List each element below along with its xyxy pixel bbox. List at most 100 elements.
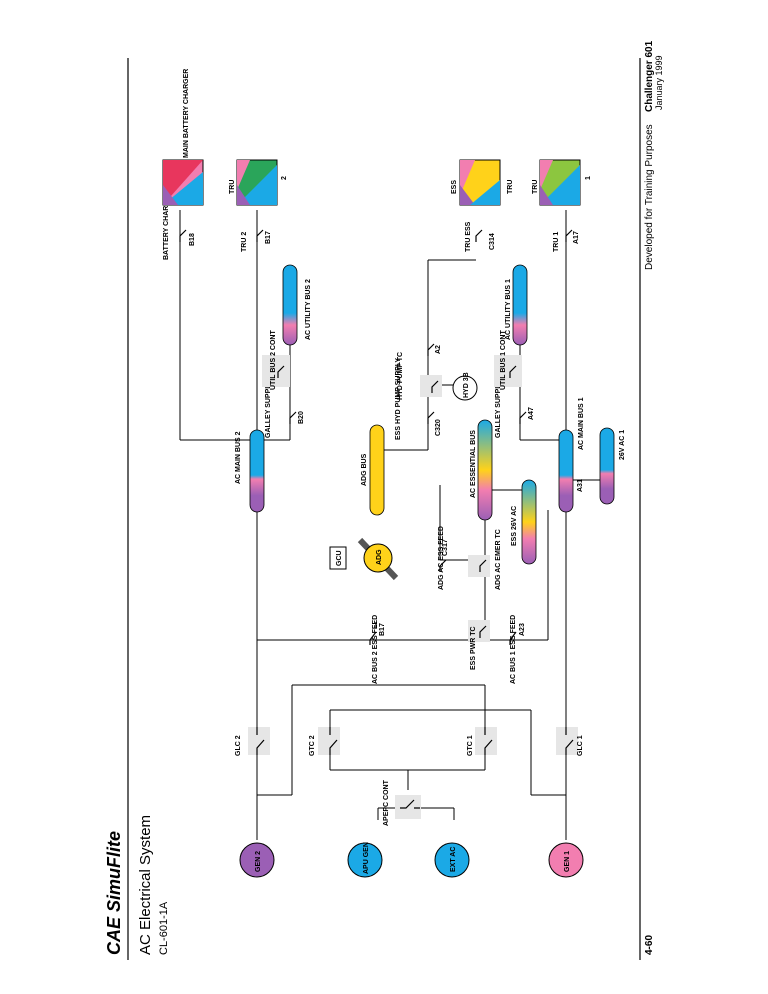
bus-acmain2: AC MAIN BUS 2 — [235, 429, 265, 513]
tru1-switch-icon — [565, 229, 573, 242]
a31-label: A31 — [577, 479, 584, 492]
gen1-icon — [548, 842, 584, 878]
c320-label: C320 — [435, 419, 442, 436]
hydtc-label: HYD PUMP TC — [397, 352, 404, 400]
source-gen2: GEN 2 — [239, 842, 275, 878]
gtc1-label: GTC 1 — [467, 735, 474, 756]
acmain2-bar — [249, 429, 265, 513]
acbus2ess-label: AC BUS 2 ESS FEED — [372, 615, 379, 684]
gtc1-switch-icon — [484, 727, 493, 755]
switch-hydtc: HYD PUMP TC — [397, 352, 442, 400]
glc2-label: GLC 2 — [235, 735, 242, 756]
switch-apepc: APEPC CONT — [383, 779, 421, 826]
acbus1ess-label: AC BUS 1 ESS FEED — [510, 615, 517, 684]
switch-battchg: BATTERY CHARGER B18 — [163, 191, 196, 260]
acmain1-label: AC MAIN BUS 1 — [578, 397, 585, 450]
b20-switch-icon — [289, 411, 297, 424]
tru2-num-label: 2 — [281, 176, 288, 180]
adg-icon — [363, 543, 393, 573]
adg-turbine: ADG — [357, 537, 399, 581]
adgbus-label: ADG BUS — [361, 453, 368, 486]
ess26-bar — [521, 479, 537, 565]
a23-switch-icon — [509, 631, 517, 645]
switch-adgacess: ADG AC ESS FEED C317 — [438, 526, 449, 590]
source-apu: APU GEN — [347, 842, 383, 878]
gcu-rect — [329, 546, 347, 570]
c314-label: C314 — [489, 233, 496, 250]
galley2-label: GALLEY SUPPLY 2 — [265, 375, 272, 438]
switch-util2: UTIL BUS 2 CONT — [262, 330, 290, 390]
adgemer-label: ADG AC EMER TC — [495, 529, 502, 590]
wiring — [179, 210, 600, 840]
hyd-pump-icon — [452, 375, 478, 401]
switch-esshyd: ESS HYD PUMP SUPPLY C320 — [395, 358, 442, 440]
brand-text: CAE SimuFlite — [104, 831, 124, 955]
bus-util1: AC UTILITY BUS 1 — [505, 264, 528, 346]
header: CAE SimuFlite AC Electrical System CL-60… — [104, 58, 170, 960]
b20-label: B20 — [298, 411, 305, 424]
switch-adgemer: ADG AC EMER TC — [468, 529, 502, 590]
gen2-label: GEN 2 — [255, 851, 262, 872]
load-tru-ess: ESS TRU — [451, 159, 514, 206]
source-gen1: GEN 1 — [548, 842, 584, 878]
apepc-label: APEPC CONT — [383, 779, 390, 826]
switch-gtc1: GTC 1 — [467, 727, 497, 756]
switch-acbus2ess: AC BUS 2 ESS FEED B17 — [369, 615, 386, 684]
util2-bus-label: AC UTILITY BUS 2 — [305, 279, 312, 340]
bus-ess26: ESS 26V AC — [492, 479, 537, 565]
bus-acess: AC ESSENTIAL BUS — [470, 419, 493, 521]
acess-label: AC ESSENTIAL BUS — [470, 430, 477, 498]
switch-esspwrtc: ESS PWR TC — [468, 620, 490, 670]
switch-a2: A2 — [427, 343, 442, 356]
gtc2-label: GTC 2 — [309, 735, 316, 756]
hydtc-icon — [431, 380, 439, 393]
truess-switch-icon — [475, 229, 483, 242]
footer: 4-60 Developed for Training Purposes Cha… — [639, 40, 664, 960]
adgemer-icon — [479, 559, 487, 572]
acess-bar — [477, 419, 493, 521]
mainbatt-label: MAIN BATTERY CHARGER — [183, 69, 190, 158]
util1-switch-icon — [509, 365, 517, 378]
util1-label: UTIL BUS 1 CONT — [500, 330, 507, 390]
a2-label: A2 — [435, 345, 442, 354]
b18-switch-icon — [179, 229, 187, 242]
bus-acmain1: AC MAIN BUS 1 — [558, 397, 585, 513]
page-number: 4-60 — [644, 935, 655, 955]
a2-switch-icon — [427, 343, 435, 356]
switch-tru1: TRU 1 A17 — [553, 229, 580, 252]
gcu-box: GCU — [329, 546, 347, 570]
load-main-battery-charger: MAIN BATTERY CHARGER — [162, 69, 204, 206]
battchg-label: BATTERY CHARGER — [163, 191, 170, 260]
switch-gtc2: GTC 2 — [309, 727, 340, 756]
apepc-switch-icon — [400, 799, 420, 809]
acmain1-bar — [558, 429, 574, 513]
ac26-1-label: 26V AC 1 — [619, 430, 626, 460]
esspwrtc-label: ESS PWR TC — [470, 626, 477, 670]
doc-id: CL-601-1A — [158, 901, 170, 955]
acmain2-label: AC MAIN BUS 2 — [235, 431, 242, 484]
adg-label: ADG — [376, 549, 383, 565]
tru1-label: TRU 1 — [553, 232, 560, 252]
glc2-switch-icon — [256, 727, 265, 755]
ac26-1-bar — [599, 427, 615, 505]
switch-tru2: TRU 2 B17 — [241, 229, 272, 252]
a47-switch-icon — [519, 411, 527, 424]
tru2-switch-icon — [256, 229, 264, 242]
tru1-num-label: 1 — [585, 176, 592, 180]
gen1-label: GEN 1 — [564, 851, 571, 872]
a47-label: A47 — [528, 407, 535, 420]
bus-adg: ADG BUS — [361, 424, 385, 516]
footer-aircraft: Challenger 601 — [644, 40, 655, 112]
util1-bus-label: AC UTILITY BUS 1 — [505, 279, 512, 340]
source-ext: EXT AC — [434, 842, 470, 878]
truess-tru-label: TRU — [507, 180, 514, 194]
adgbus-bar — [369, 424, 385, 516]
tru1-box-label: TRU — [532, 180, 539, 194]
util2-switch-icon — [277, 365, 285, 378]
load-tru2: TRU 2 — [229, 159, 288, 206]
footer-note: Developed for Training Purposes — [644, 124, 655, 270]
c320-switch-icon — [427, 411, 435, 424]
switch-glc1: GLC 1 — [556, 727, 584, 756]
apu-gen-icon — [347, 842, 383, 878]
